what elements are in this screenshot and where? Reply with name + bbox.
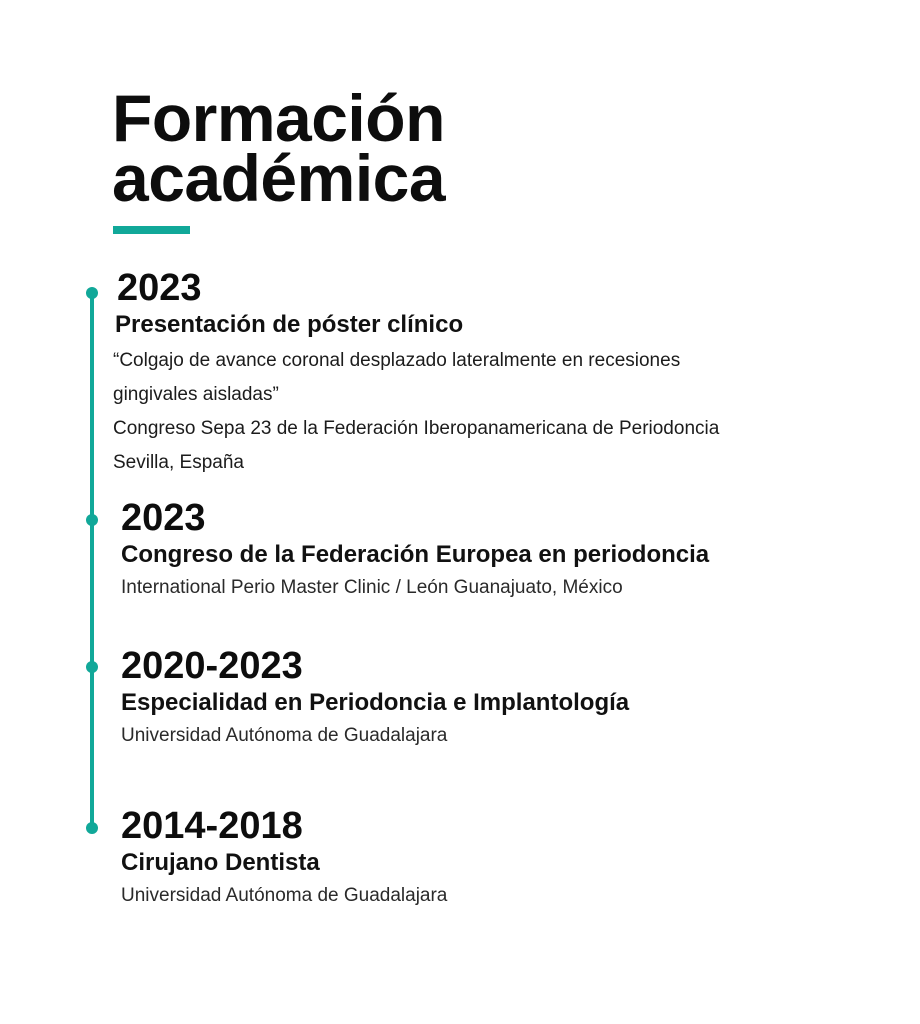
timeline-line xyxy=(90,292,94,828)
entry-title: Presentación de póster clínico xyxy=(115,311,464,338)
timeline-dot xyxy=(86,661,98,673)
timeline-dot xyxy=(86,514,98,526)
timeline-entry: 2023 Congreso de la Federación Europea e… xyxy=(121,498,709,602)
entry-title: Congreso de la Federación Europea en per… xyxy=(121,541,710,568)
entry-description-line: Universidad Autónoma de Guadalajara xyxy=(121,725,448,746)
page-title-line-1: Formación xyxy=(112,81,445,155)
entry-year: 2023 xyxy=(121,497,206,539)
entry-title: Cirujano Dentista xyxy=(121,849,320,876)
entry-year: 2023 xyxy=(117,267,202,309)
entry-description-line: “Colgajo de avance coronal desplazado la… xyxy=(113,350,681,371)
entry-description-line: gingivales aisladas” xyxy=(113,384,279,405)
page-title-line-2: académica xyxy=(112,141,446,215)
timeline-entry: 2020-2023 Especialidad en Periodoncia e … xyxy=(121,646,629,750)
entry-description-line: Sevilla, España xyxy=(113,452,244,473)
page-title: Formación académica xyxy=(112,81,446,215)
timeline-dot xyxy=(86,822,98,834)
title-underline xyxy=(113,226,190,234)
entry-description-line: Congreso Sepa 23 de la Federación Iberop… xyxy=(113,418,720,439)
entry-title: Especialidad en Periodoncia e Implantolo… xyxy=(121,689,630,716)
entry-description-line: International Perio Master Clinic / León… xyxy=(121,577,623,598)
entry-year: 2014-2018 xyxy=(121,805,303,847)
timeline-entry: 2014-2018 Cirujano Dentista Universidad … xyxy=(121,806,447,910)
entry-description-line: Universidad Autónoma de Guadalajara xyxy=(121,885,448,906)
timeline-entry: 2023 Presentación de póster clínico “Col… xyxy=(113,268,719,480)
timeline-dot xyxy=(86,287,98,299)
entry-year: 2020-2023 xyxy=(121,645,303,687)
